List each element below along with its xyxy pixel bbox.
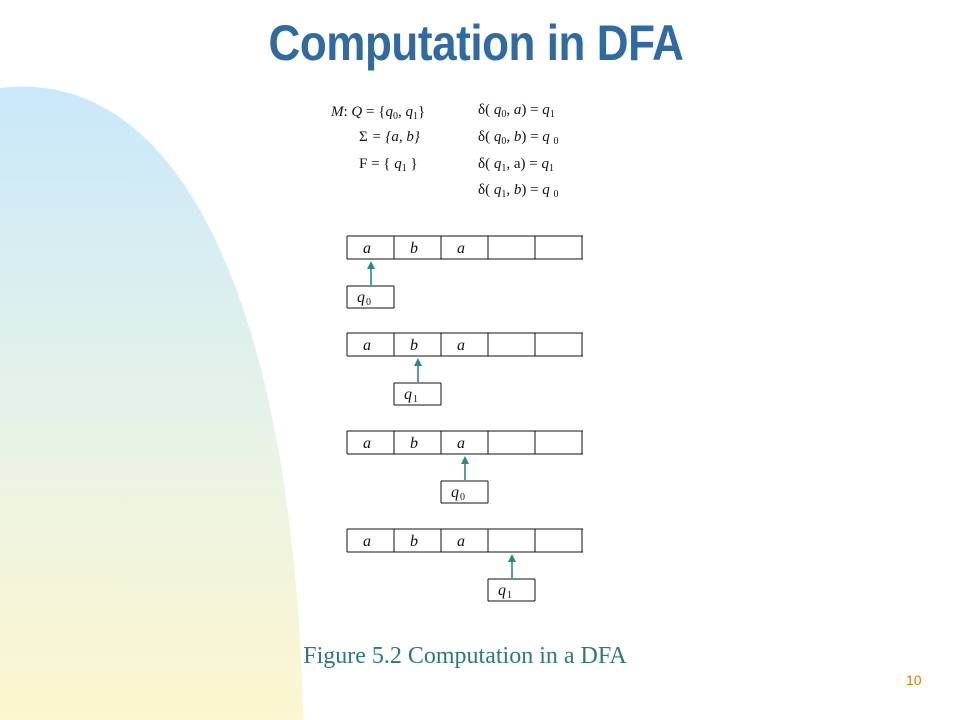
tape-symbol: a — [363, 240, 371, 257]
tape-symbol: b — [410, 240, 418, 257]
transition-1: δ( q0, a) = q1 — [478, 102, 555, 120]
slide-title: Computation in DFA — [268, 15, 684, 71]
page-number: 10 — [906, 672, 922, 688]
state-label: q — [357, 289, 365, 306]
state-subscript: 0 — [460, 492, 465, 503]
figure-caption: Figure 5.2 Computation in a DFA — [303, 643, 627, 669]
tape-symbol: a — [363, 435, 371, 452]
tape-symbol: b — [410, 337, 418, 354]
final-states-definition: F = { q1 } — [359, 156, 418, 174]
machine-q-definition: M: Q = {q0, q1} — [331, 104, 426, 122]
state-label: q — [451, 484, 459, 501]
tape-symbol: a — [457, 240, 465, 257]
head-arrow-icon — [508, 554, 516, 562]
head-arrow-icon — [461, 456, 469, 464]
state-label: q — [404, 386, 412, 403]
transition-4: δ( q1, b) = q 0 — [478, 182, 559, 200]
tape-symbol: a — [457, 533, 465, 550]
state-subscript: 1 — [507, 590, 512, 601]
alphabet-definition: Σ = {a, b} — [359, 129, 420, 145]
transition-2: δ( q0, b) = q 0 — [478, 129, 559, 147]
state-subscript: 0 — [366, 297, 371, 308]
tape-symbol: a — [457, 435, 465, 452]
tape-symbol: b — [410, 533, 418, 550]
state-label: q — [498, 582, 506, 599]
head-arrow-icon — [414, 358, 422, 366]
transition-3: δ( q1, a) = q1 — [478, 156, 554, 174]
state-subscript: 1 — [413, 394, 418, 405]
tape-symbol: a — [363, 337, 371, 354]
head-arrow-icon — [367, 261, 375, 269]
tape-symbol: a — [363, 533, 371, 550]
tape-symbol: a — [457, 337, 465, 354]
tape-symbol: b — [410, 435, 418, 452]
